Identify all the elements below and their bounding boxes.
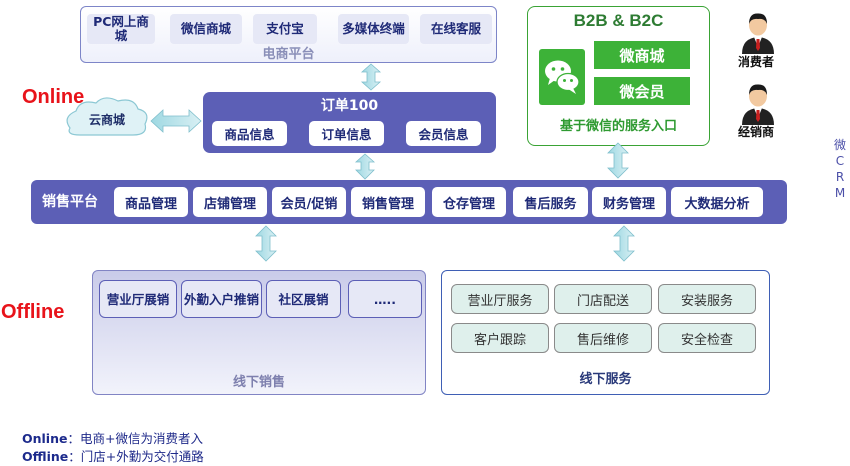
arrow-ecom-order [360,63,382,91]
crm-char: C [835,154,845,168]
ecom-item-pc-mall[interactable]: PC网上商城 [87,14,155,44]
service-item-customer-tracking[interactable]: 客户跟踪 [451,323,549,353]
arrow-sales-offline-service [613,225,635,262]
offline-sales-item-door-to-door[interactable]: 外勤入户推销 [181,280,262,318]
ecom-item-wechat-mall[interactable]: 微信商城 [170,14,242,44]
offline-sales-item-community[interactable]: 社区展销 [266,280,341,318]
wechat-icon [539,49,585,105]
order-item-order-info[interactable]: 订单信息 [309,121,384,146]
note-offline: Offline：门店+外勤为交付通路 [22,446,204,465]
offline-sales-title: 线下销售 [232,375,285,390]
ecommerce-platform-title: 电商平台 [262,47,315,62]
sales-item-warehouse-mgmt[interactable]: 仓存管理 [432,187,506,217]
sales-item-member-promo[interactable]: 会员/促销 [272,187,346,217]
b2b-b2c-box: B2B & B2C 微商城 微会员 基于微信的服务入口 [527,6,710,146]
offline-label: Offline [1,301,65,323]
arrow-order-sales [354,153,376,180]
arrow-b2b-sales [607,142,629,179]
cloud-shape [66,97,148,136]
sales-platform-title: 销售平台 [42,194,98,210]
note-online: Online：电商+微信为消费者入 [22,428,203,447]
consumer-person-icon [738,10,778,54]
crm-char: R [835,170,845,184]
offline-sales-item-more[interactable]: ….. [348,280,422,318]
b2b-b2c-title: B2B & B2C [573,11,664,30]
micro-mall-button[interactable]: 微商城 [594,41,690,69]
order-item-member-info[interactable]: 会员信息 [406,121,481,146]
sales-item-big-data[interactable]: 大数据分析 [671,187,763,217]
crm-vertical-label: 微 C R M [832,137,848,201]
crm-char: M [834,186,846,200]
dealer-person-icon [738,81,778,125]
order-item-product-info[interactable]: 商品信息 [212,121,287,146]
online-label: Online [22,86,85,108]
note-offline-key: Offline [22,449,69,464]
order-center-title: 订单100 [320,98,379,114]
note-online-key: Online [22,431,68,446]
micro-member-button[interactable]: 微会员 [594,77,690,105]
cloud-mall-label: 云商城 [88,113,125,127]
sales-item-store-mgmt[interactable]: 店铺管理 [193,187,267,217]
service-item-store-delivery[interactable]: 门店配送 [554,284,652,314]
sales-platform-bar: 销售平台 商品管理 店铺管理 会员/促销 销售管理 仓存管理 售后服务 财务管理… [31,180,787,224]
ecommerce-platform-box: PC网上商城 微信商城 支付宝 多媒体终端 在线客服 电商平台 [80,6,497,63]
service-item-safety-check[interactable]: 安全检查 [658,323,756,353]
arrow-cloud-order [150,109,202,133]
note-offline-text: ：门店+外勤为交付通路 [68,449,204,464]
sales-item-after-sales[interactable]: 售后服务 [513,187,588,217]
offline-sales-box: 营业厅展销 外勤入户推销 社区展销 ….. 线下销售 [92,270,426,395]
sales-item-finance-mgmt[interactable]: 财务管理 [592,187,666,217]
ecom-item-multimedia-terminal[interactable]: 多媒体终端 [338,14,409,44]
service-item-after-sales-repair[interactable]: 售后维修 [554,323,652,353]
order-center-box: 订单100 商品信息 订单信息 会员信息 [203,92,496,153]
note-online-text: ：电商+微信为消费者入 [67,431,203,446]
ecom-item-online-service[interactable]: 在线客服 [420,14,492,44]
service-item-installation[interactable]: 安装服务 [658,284,756,314]
service-item-hall-service[interactable]: 营业厅服务 [451,284,549,314]
sales-item-product-mgmt[interactable]: 商品管理 [114,187,188,217]
ecom-item-alipay[interactable]: 支付宝 [253,14,317,44]
offline-service-box: 营业厅服务 门店配送 安装服务 客户跟踪 售后维修 安全检查 线下服务 [441,270,770,395]
crm-char: 微 [833,138,846,152]
b2b-b2c-subtitle: 基于微信的服务入口 [559,119,677,134]
consumer-label: 消费者 [738,55,775,69]
dealer-label: 经销商 [738,125,775,139]
offline-sales-item-hall-showcase[interactable]: 营业厅展销 [99,280,177,318]
offline-service-title: 线下服务 [579,372,632,387]
sales-item-sales-mgmt[interactable]: 销售管理 [351,187,425,217]
arrow-sales-offline-sales [255,225,277,262]
cloud-mall-node[interactable]: 云商城 [64,99,150,139]
